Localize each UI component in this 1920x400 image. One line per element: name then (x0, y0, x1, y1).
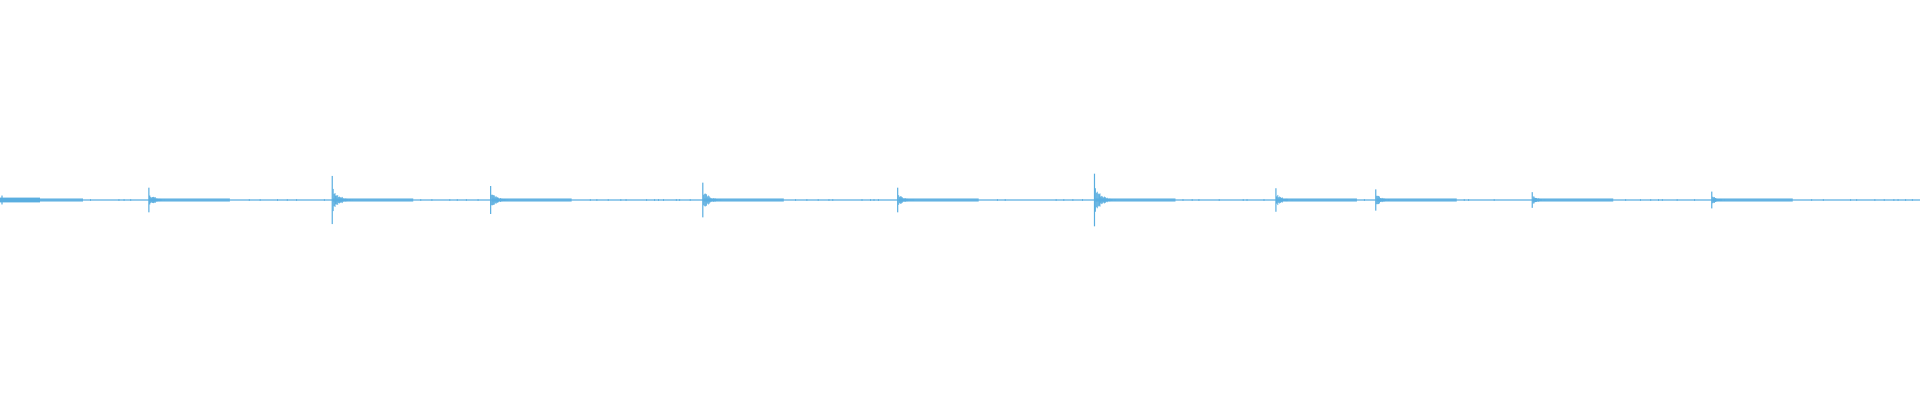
waveform-sustain (3, 198, 83, 202)
waveform-noise-dot (1493, 199, 1495, 201)
waveform-noise-dot (1246, 199, 1248, 201)
waveform-noise-dot (828, 199, 830, 201)
waveform-noise-dot (1650, 199, 1652, 201)
waveform-noise-dot (596, 199, 598, 201)
waveform-sustain (898, 198, 979, 202)
waveform-noise-dot (248, 199, 250, 201)
waveform-noise-dot (877, 199, 879, 201)
waveform-noise-dot (1055, 199, 1057, 201)
waveform-noise-dot (1661, 199, 1663, 201)
waveform-noise-dot (1463, 199, 1465, 201)
waveform-noise-dot (1363, 199, 1365, 201)
waveform-noise-dot (1874, 199, 1876, 201)
waveform-noise-dot (1694, 199, 1696, 201)
waveform-noise-dot (625, 199, 627, 201)
waveform-noise-dot (1182, 199, 1184, 201)
waveform-noise-dot (296, 199, 298, 201)
waveform-noise-dot (1191, 199, 1193, 201)
waveform-noise-dot (1072, 199, 1074, 201)
waveform-noise-dot (1004, 199, 1006, 201)
waveform-noise-dot (607, 199, 609, 201)
waveform-noise-dot (873, 199, 875, 201)
waveform-noise-dot (259, 199, 261, 201)
waveform-noise-dot (90, 199, 91, 201)
waveform-noise-dot (620, 199, 622, 201)
waveform-noise-dot (465, 199, 467, 201)
waveform-noise-dot (663, 199, 665, 201)
waveform-sustain (1533, 198, 1614, 202)
waveform-noise-dot (861, 199, 863, 201)
waveform-noise-dot (277, 199, 279, 201)
waveform-noise-dot (679, 199, 681, 201)
waveform-noise-dot (420, 199, 422, 201)
waveform-noise-dot (1242, 199, 1244, 201)
waveform-sustain (1276, 198, 1357, 202)
waveform-noise-dot (1811, 199, 1813, 201)
waveform-noise-dot (1468, 199, 1470, 201)
waveform-sustain (149, 198, 230, 202)
waveform-noise-dot (1893, 199, 1895, 201)
waveform-noise-dot (806, 199, 808, 201)
waveform-noise-dot (1658, 199, 1660, 201)
waveform-noise-dot (795, 199, 797, 201)
waveform-sustain (1712, 198, 1793, 202)
waveform-noise-dot (449, 199, 451, 201)
waveform-start-segment (0, 197, 40, 203)
waveform-noise-dot (675, 199, 677, 201)
waveform-sustain (333, 198, 414, 202)
waveform-noise-dot (1911, 199, 1913, 201)
waveform-noise-dot (1883, 199, 1885, 201)
waveform-noise-dot (130, 199, 132, 201)
waveform-noise-dot (431, 199, 433, 201)
waveform-noise-dot (1856, 199, 1858, 201)
waveform-noise-dot (123, 199, 125, 201)
waveform-noise-dot (118, 199, 120, 201)
waveform-noise-dot (1063, 199, 1065, 201)
waveform-noise-dot (1676, 199, 1678, 201)
waveform-noise-dot (1218, 199, 1220, 201)
waveform-noise-dot (832, 199, 834, 201)
waveform-noise-dot (1082, 199, 1084, 201)
waveform-noise-dot (996, 199, 998, 201)
waveform-sustain (1095, 198, 1176, 202)
waveform-noise-dot (689, 199, 691, 201)
waveform-noise-dot (658, 199, 660, 201)
waveform-noise-dot (654, 199, 656, 201)
waveform-noise-dot (870, 199, 872, 201)
waveform-noise-dot (477, 199, 479, 201)
waveform-noise-dot (286, 199, 288, 201)
waveform-noise-dot (1850, 199, 1852, 201)
waveform-sustain (491, 198, 572, 202)
waveform-sustain (1376, 198, 1457, 202)
waveform-noise-dot (1625, 199, 1627, 201)
waveform-transients (0, 173, 1793, 227)
waveform-sustain (703, 198, 784, 202)
waveform-noise-dot (1897, 199, 1899, 201)
waveform-noise-dot (1905, 199, 1907, 201)
waveform-noise-dot (1639, 199, 1641, 201)
waveform-noise-dot (1822, 199, 1824, 201)
waveform-noise-dot (1198, 199, 1200, 201)
waveform-noise-dot (646, 199, 648, 201)
waveform-noise-dot (456, 199, 458, 201)
waveform-noise-dot (589, 199, 591, 201)
waveform-noise-dot (1263, 199, 1265, 201)
waveform-noise-dot (817, 199, 819, 201)
waveform-noise (90, 199, 1913, 201)
waveform-noise-dot (323, 199, 325, 201)
